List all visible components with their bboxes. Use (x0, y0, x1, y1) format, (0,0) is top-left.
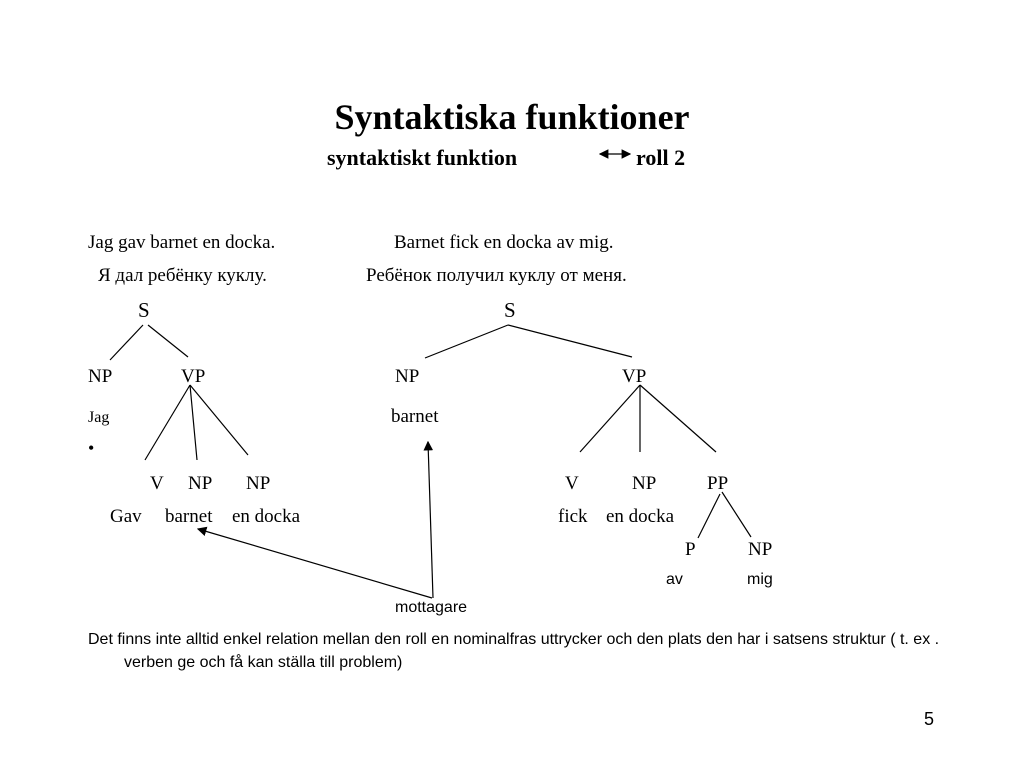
tree2-word-fick: fick (558, 506, 588, 527)
tree2-node-np2: NP (632, 473, 657, 494)
tree2-node-vp: VP (622, 366, 647, 387)
tree2-word-mig: mig (747, 571, 773, 588)
tree1-word-gav: Gav (110, 506, 142, 527)
page-number: 5 (924, 709, 935, 729)
label-mottagare: mottagare (395, 599, 468, 616)
tree2-word-av: av (666, 571, 683, 588)
tree2-node-pnp: NP (748, 539, 773, 560)
sentence-russian-1: Я дал ребёнку куклу. (98, 265, 267, 286)
note-text: Det finns inte alltid enkel relation mel… (88, 628, 948, 674)
tree2-node-v: V (565, 473, 579, 494)
tree2-word-barnet: barnet (391, 406, 439, 427)
tree1-word-en-docka: en docka (232, 506, 301, 527)
tree2-node-np: NP (395, 366, 420, 387)
tree1-node-np: NP (88, 366, 113, 387)
page-title: Syntaktiska funktioner (334, 97, 690, 137)
tree2-node-p: P (685, 539, 696, 560)
tree2-node-s: S (504, 298, 516, 322)
sentence-russian-2: Ребёнок получил куклу от меня. (366, 265, 627, 286)
tree2-word-en-docka: en docka (606, 506, 675, 527)
tree1-node-np3: NP (246, 473, 271, 494)
tree1-node-v: V (150, 473, 164, 494)
sentence-swedish-2: Barnet fick en docka av mig. (394, 232, 614, 253)
tree1-node-s: S (138, 298, 150, 322)
tree2-node-pp: PP (707, 473, 729, 494)
tree1-node-np2: NP (188, 473, 213, 494)
bullet: • (88, 438, 95, 458)
subtitle-right: roll 2 (636, 145, 686, 170)
tree1-node-vp: VP (181, 366, 206, 387)
tree1-word-jag: Jag (88, 409, 110, 426)
tree1-word-barnet: barnet (165, 506, 213, 527)
subtitle-left: syntaktiskt funktion (327, 145, 518, 170)
note-paragraph: Det finns inte alltid enkel relation mel… (88, 631, 940, 671)
sentence-swedish-1: Jag gav barnet en docka. (88, 232, 276, 253)
